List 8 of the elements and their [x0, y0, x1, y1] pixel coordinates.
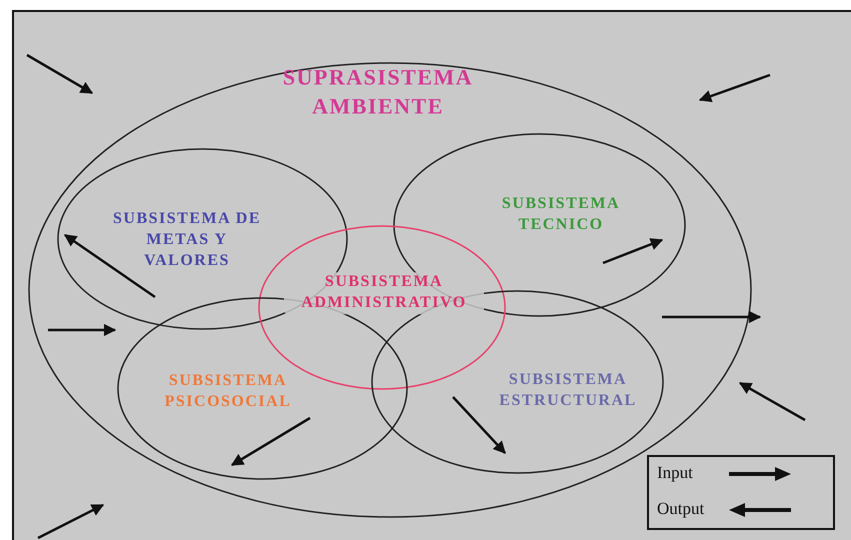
legend-label: Output	[657, 499, 704, 519]
node-label: SUBSISTEMA TECNICO	[500, 194, 622, 235]
node-label: SUBSISTEMA ADMINISTRATIVO	[284, 272, 484, 314]
node-label: SUBSISTEMA PSICOSOCIAL	[164, 371, 292, 412]
legend-label: Input	[657, 463, 693, 483]
node-label: SUBSISTEMA ESTRUCTURAL	[498, 370, 638, 411]
node-label: SUPRASISTEMA AMBIENTE	[282, 63, 474, 120]
node-label: SUBSISTEMA DE METAS Y VALORES	[112, 208, 262, 270]
